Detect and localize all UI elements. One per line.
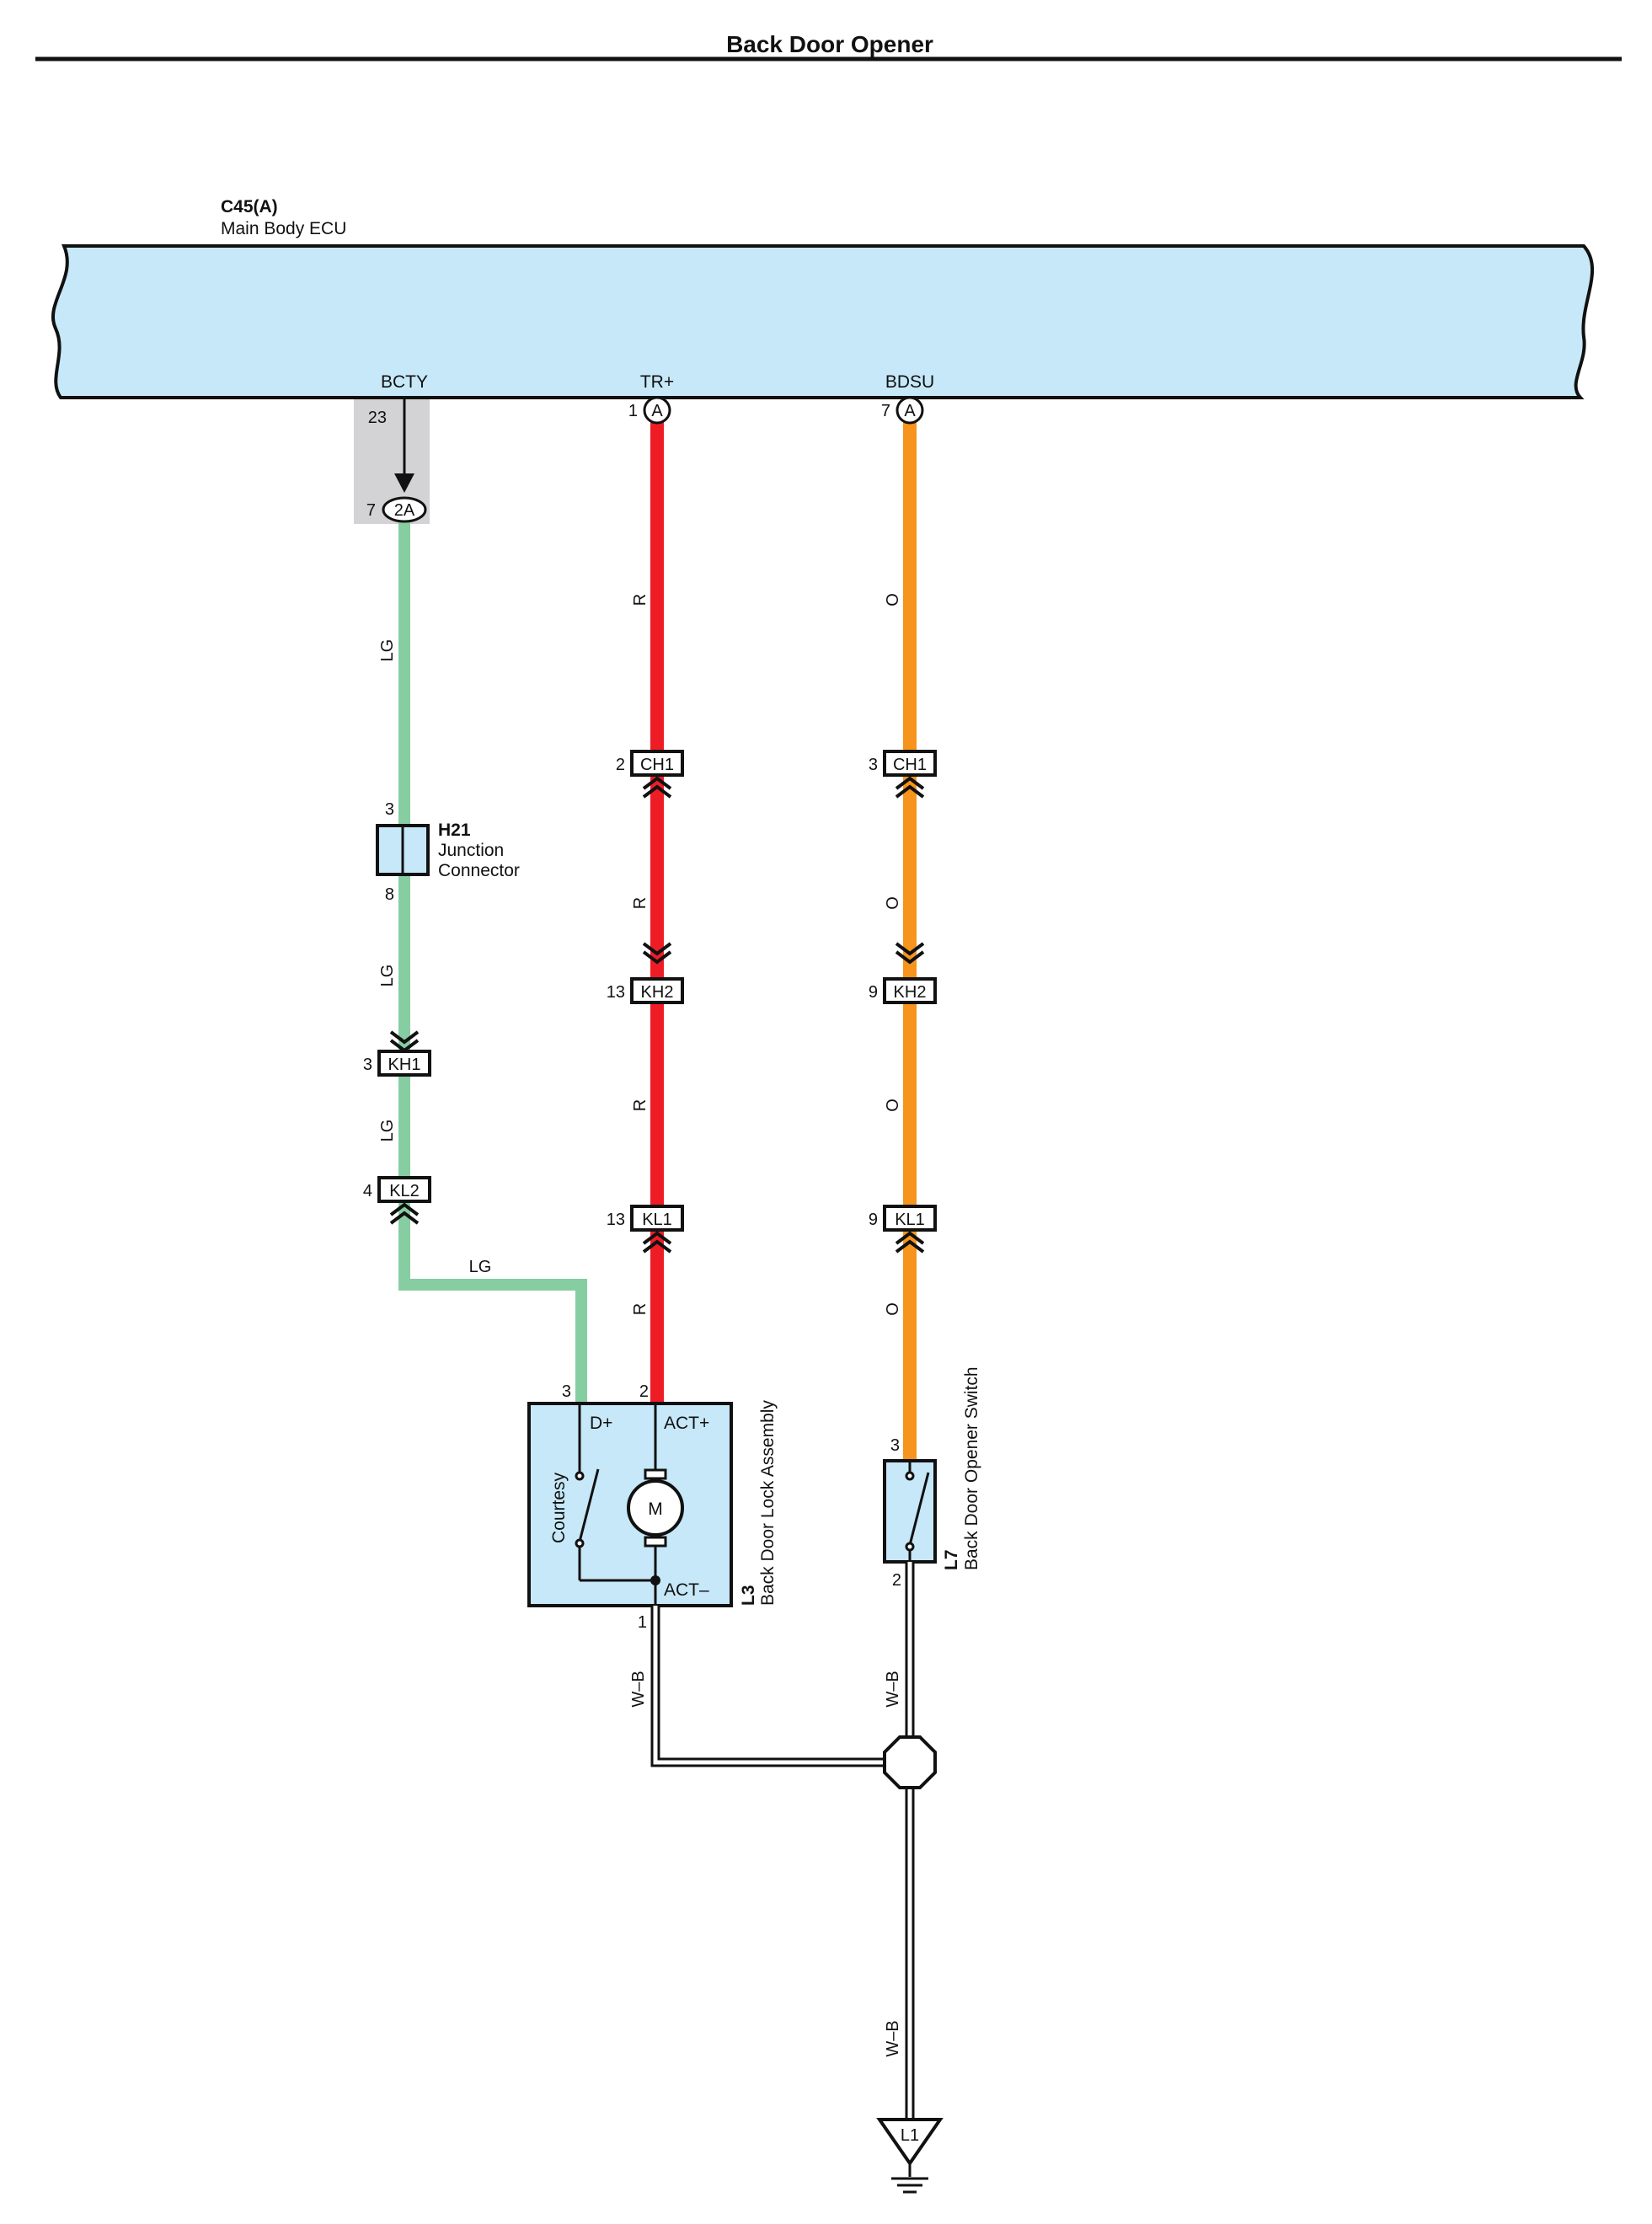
h21-pin-top: 3 bbox=[385, 800, 394, 819]
terminal-bdsu-label: BDSU bbox=[885, 372, 934, 392]
connector-kh2-o-label: KH2 bbox=[894, 983, 927, 1002]
junction-pin: 7 bbox=[366, 501, 376, 520]
h21-pin-bottom: 8 bbox=[385, 885, 394, 904]
connector-kh2-o bbox=[883, 977, 937, 1004]
connector-ch1-r-label: CH1 bbox=[640, 756, 674, 774]
ground-l1-label: L1 bbox=[901, 2126, 919, 2145]
connector-kh2-r-label: KH2 bbox=[641, 983, 674, 1002]
l3-id: L3 bbox=[739, 1585, 758, 1606]
trplus-pin: 1 bbox=[628, 402, 638, 420]
l3-courtesy-contact-top bbox=[575, 1471, 585, 1481]
wire-label-lg-1: LG bbox=[378, 639, 397, 662]
connector-ch1-o-label: CH1 bbox=[893, 756, 927, 774]
trplus-connector bbox=[643, 396, 671, 425]
connector-kl2-label: KL2 bbox=[389, 1182, 420, 1200]
l3-label-d: D+ bbox=[590, 1414, 612, 1433]
ground-point-l1 bbox=[876, 2118, 944, 2167]
wire-label-lg-3: LG bbox=[378, 1120, 397, 1142]
l7-switch-arm bbox=[908, 1472, 930, 1546]
connector-ch1-r bbox=[630, 750, 684, 777]
ecu-body bbox=[51, 244, 1594, 399]
ground-icon bbox=[891, 2177, 928, 2194]
l7-id: L7 bbox=[942, 1549, 961, 1570]
l3-motor-brush-bottom bbox=[644, 1536, 667, 1548]
l3-motor-brush-top bbox=[644, 1468, 667, 1480]
connector-kl1-r-label: KL1 bbox=[642, 1211, 672, 1229]
kl2-pin: 4 bbox=[363, 1182, 372, 1200]
bcty-pin: 23 bbox=[368, 409, 387, 427]
bcty-arrow-icon bbox=[394, 473, 414, 493]
bdsu-pin: 7 bbox=[881, 402, 890, 420]
trplus-connector-label: A bbox=[651, 402, 663, 420]
motor-icon bbox=[627, 1479, 684, 1537]
wire-label-wb-3: W–B bbox=[884, 2020, 902, 2056]
l3-courtesy-switch-arm bbox=[578, 1468, 600, 1542]
l3-label-act-plus: ACT+ bbox=[664, 1414, 709, 1433]
connector-2a-label: 2A bbox=[394, 501, 415, 520]
wire-label-r-2: R bbox=[631, 897, 650, 909]
bdsu-connector bbox=[896, 396, 924, 425]
terminal-trplus-label: TR+ bbox=[640, 372, 674, 392]
connector-kh1 bbox=[377, 1050, 431, 1077]
splice-point bbox=[883, 1735, 937, 1789]
l3-label-act-minus: ACT– bbox=[664, 1580, 709, 1600]
wire-label-o-3: O bbox=[884, 1099, 902, 1112]
l3-junction-dot bbox=[650, 1575, 660, 1585]
kh1-pin: 3 bbox=[363, 1056, 372, 1074]
l3-label-courtesy: Courtesy bbox=[549, 1472, 569, 1543]
ch1-o-pin: 3 bbox=[869, 756, 878, 774]
l3-name: Back Door Lock Assembly bbox=[758, 1400, 778, 1606]
terminal-bcty-label: BCTY bbox=[381, 372, 428, 392]
l3-motor-label: M bbox=[648, 1500, 663, 1519]
page-title: Back Door Opener bbox=[726, 31, 933, 57]
l3-pin-d: 3 bbox=[562, 1382, 571, 1401]
kl1-o-pin: 9 bbox=[869, 1211, 878, 1229]
connector-ch1-o bbox=[883, 750, 937, 777]
l3-courtesy-contact-bottom bbox=[575, 1538, 585, 1548]
ch1-r-pin: 2 bbox=[616, 756, 625, 774]
wire-lg bbox=[398, 521, 587, 1405]
ecu-id: C45(A) bbox=[221, 197, 278, 217]
l7-contact-top bbox=[905, 1471, 915, 1481]
wire-label-o-2: O bbox=[884, 896, 902, 910]
wire-label-r-3: R bbox=[631, 1099, 650, 1111]
wire-label-wb-2: W–B bbox=[884, 1671, 902, 1707]
l7-pin-bottom: 2 bbox=[892, 1571, 901, 1590]
l7-contact-bottom bbox=[905, 1542, 915, 1552]
wire-label-lg-4: LG bbox=[469, 1258, 492, 1276]
wire-label-r-4: R bbox=[631, 1303, 650, 1315]
h21-name-2: Connector bbox=[438, 861, 520, 880]
connector-kh1-label: KH1 bbox=[388, 1056, 421, 1074]
kh2-o-pin: 9 bbox=[869, 983, 878, 1002]
ecu-name: Main Body ECU bbox=[221, 219, 346, 238]
bdsu-connector-label: A bbox=[904, 402, 916, 420]
connector-kh2-r bbox=[630, 977, 684, 1004]
wire-wb-from-l3 bbox=[650, 1606, 893, 1767]
connector-kl1-r bbox=[630, 1205, 684, 1232]
kh2-r-pin: 13 bbox=[607, 983, 625, 1002]
h21-id: H21 bbox=[438, 821, 471, 840]
l7-pin-top: 3 bbox=[890, 1436, 900, 1455]
connector-kl2 bbox=[377, 1176, 431, 1203]
connector-2a bbox=[382, 496, 427, 523]
l3-pin-ground: 1 bbox=[638, 1613, 647, 1632]
wire-label-r-1: R bbox=[631, 594, 650, 606]
l7-name: Back Door Opener Switch bbox=[962, 1366, 981, 1570]
wire-label-wb-1: W–B bbox=[629, 1671, 648, 1707]
wire-label-lg-2: LG bbox=[378, 965, 397, 987]
connector-kl1-o bbox=[883, 1205, 937, 1232]
wire-label-o-1: O bbox=[884, 593, 902, 607]
l3-pin-act-plus: 2 bbox=[639, 1382, 649, 1401]
h21-name-1: Junction bbox=[438, 841, 504, 860]
wire-label-o-4: O bbox=[884, 1302, 902, 1316]
kl1-r-pin: 13 bbox=[607, 1211, 625, 1229]
connector-kl1-o-label: KL1 bbox=[895, 1211, 925, 1229]
